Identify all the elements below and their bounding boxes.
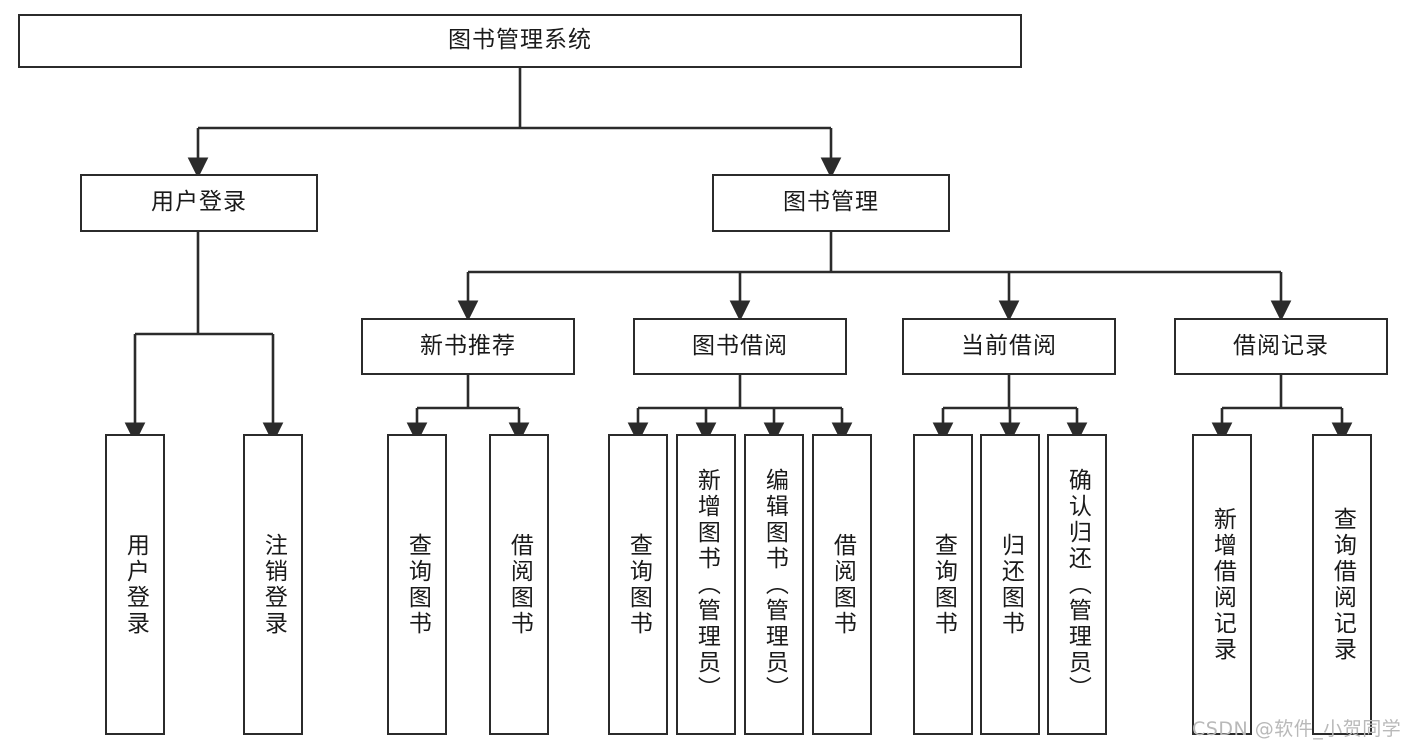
node-leaf-add-book[interactable]: 新增图书（管理员） — [676, 434, 736, 735]
node-label: 图书管理 — [783, 189, 879, 216]
node-label: 查询图书 — [930, 532, 957, 637]
node-leaf-borrow-book-1[interactable]: 借阅图书 — [489, 434, 549, 735]
node-label: 图书借阅 — [692, 332, 788, 359]
node-leaf-confirm-return[interactable]: 确认归还（管理员） — [1047, 434, 1107, 735]
node-leaf-query-book-2[interactable]: 查询图书 — [608, 434, 668, 735]
node-label: 查询借阅记录 — [1329, 506, 1356, 663]
node-label: 新书推荐 — [420, 332, 516, 359]
node-book-management[interactable]: 图书管理 — [712, 174, 950, 232]
node-new-book-recommend[interactable]: 新书推荐 — [361, 318, 575, 375]
node-label: 查询图书 — [625, 532, 652, 637]
node-root-book-management-system[interactable]: 图书管理系统 — [18, 14, 1022, 68]
node-label: 归还图书 — [997, 532, 1024, 637]
node-leaf-query-book-3[interactable]: 查询图书 — [913, 434, 973, 735]
node-label: 用户登录 — [122, 532, 149, 637]
node-leaf-user-logout[interactable]: 注销登录 — [243, 434, 303, 735]
node-leaf-add-record[interactable]: 新增借阅记录 — [1192, 434, 1252, 735]
node-label: 借阅记录 — [1233, 332, 1329, 359]
node-label: 借阅图书 — [829, 532, 856, 637]
node-leaf-return-book[interactable]: 归还图书 — [980, 434, 1040, 735]
node-label: 注销登录 — [260, 532, 287, 637]
node-label: 用户登录 — [151, 189, 247, 216]
node-label: 借阅图书 — [506, 532, 533, 637]
node-label: 当前借阅 — [961, 332, 1057, 359]
node-leaf-query-book-1[interactable]: 查询图书 — [387, 434, 447, 735]
node-label: 新增图书（管理员） — [693, 467, 720, 702]
node-leaf-edit-book[interactable]: 编辑图书（管理员） — [744, 434, 804, 735]
node-leaf-borrow-book-2[interactable]: 借阅图书 — [812, 434, 872, 735]
node-borrow-record[interactable]: 借阅记录 — [1174, 318, 1388, 375]
node-user-login[interactable]: 用户登录 — [80, 174, 318, 232]
csdn-watermark: CSDN @软件_小贺同学 — [1192, 718, 1402, 740]
node-label: 确认归还（管理员） — [1064, 467, 1091, 702]
node-book-borrow[interactable]: 图书借阅 — [633, 318, 847, 375]
node-leaf-user-login[interactable]: 用户登录 — [105, 434, 165, 735]
node-label: 图书管理系统 — [448, 27, 592, 54]
node-label: 编辑图书（管理员） — [761, 467, 788, 702]
node-label: 新增借阅记录 — [1209, 506, 1236, 663]
node-leaf-query-record[interactable]: 查询借阅记录 — [1312, 434, 1372, 735]
node-label: 查询图书 — [404, 532, 431, 637]
node-current-borrow[interactable]: 当前借阅 — [902, 318, 1116, 375]
